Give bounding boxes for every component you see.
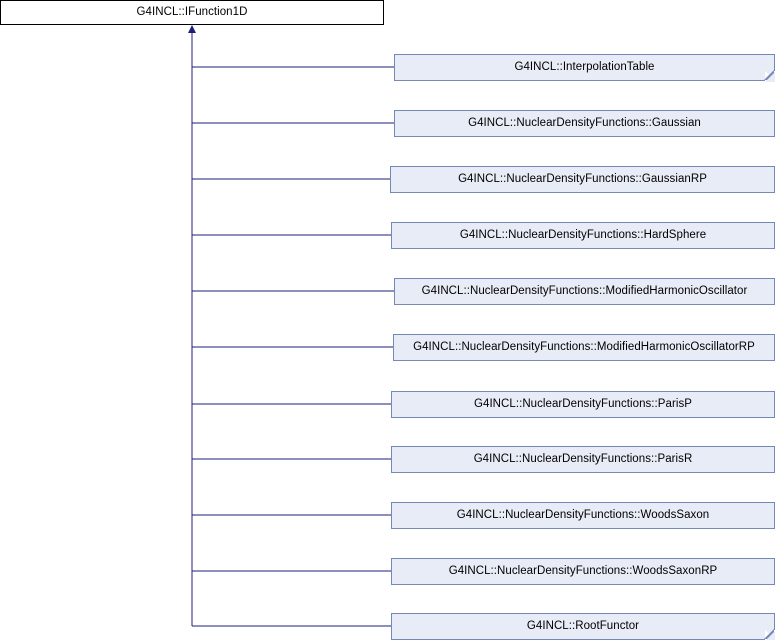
class-node[interactable]: G4INCL::NuclearDensityFunctions::WoodsSa… xyxy=(391,502,775,529)
class-node-root[interactable]: G4INCL::IFunction1D xyxy=(0,0,384,25)
class-node-label: G4INCL::NuclearDensityFunctions::WoodsSa… xyxy=(456,508,710,521)
class-node[interactable]: G4INCL::NuclearDensityFunctions::WoodsSa… xyxy=(391,558,775,585)
class-node[interactable]: G4INCL::InterpolationTable xyxy=(394,54,775,82)
class-node[interactable]: G4INCL::NuclearDensityFunctions::Modifie… xyxy=(393,334,775,361)
class-node[interactable]: G4INCL::NuclearDensityFunctions::HardSph… xyxy=(391,222,775,249)
class-node-label: G4INCL::NuclearDensityFunctions::ParisR xyxy=(473,452,693,465)
class-node[interactable]: G4INCL::NuclearDensityFunctions::Modifie… xyxy=(394,278,775,305)
folded-corner-icon xyxy=(764,70,775,82)
class-node-label: G4INCL::RootFunctor xyxy=(526,619,640,632)
class-node-label: G4INCL::NuclearDensityFunctions::Modifie… xyxy=(421,284,748,297)
class-node[interactable]: G4INCL::NuclearDensityFunctions::Gaussia… xyxy=(394,110,775,137)
class-node-label: G4INCL::NuclearDensityFunctions::WoodsSa… xyxy=(448,564,718,577)
class-node[interactable]: G4INCL::RootFunctor xyxy=(391,613,775,640)
folded-corner-icon xyxy=(764,629,775,640)
class-node-label: G4INCL::NuclearDensityFunctions::Gaussia… xyxy=(458,172,707,185)
class-node-label: G4INCL::NuclearDensityFunctions::Gaussia… xyxy=(468,116,701,129)
class-node[interactable]: G4INCL::NuclearDensityFunctions::ParisP xyxy=(391,391,775,418)
class-node[interactable]: G4INCL::NuclearDensityFunctions::Gaussia… xyxy=(390,166,775,193)
class-node[interactable]: G4INCL::NuclearDensityFunctions::ParisR xyxy=(391,446,775,473)
class-node-label: G4INCL::NuclearDensityFunctions::HardSph… xyxy=(459,228,707,241)
class-node-label: G4INCL::NuclearDensityFunctions::ParisP xyxy=(474,397,692,410)
inheritance-arrowhead-icon xyxy=(188,25,196,33)
class-node-label: G4INCL::IFunction1D xyxy=(136,5,248,18)
class-node-label: G4INCL::NuclearDensityFunctions::Modifie… xyxy=(413,340,755,353)
class-node-label: G4INCL::InterpolationTable xyxy=(514,60,655,73)
